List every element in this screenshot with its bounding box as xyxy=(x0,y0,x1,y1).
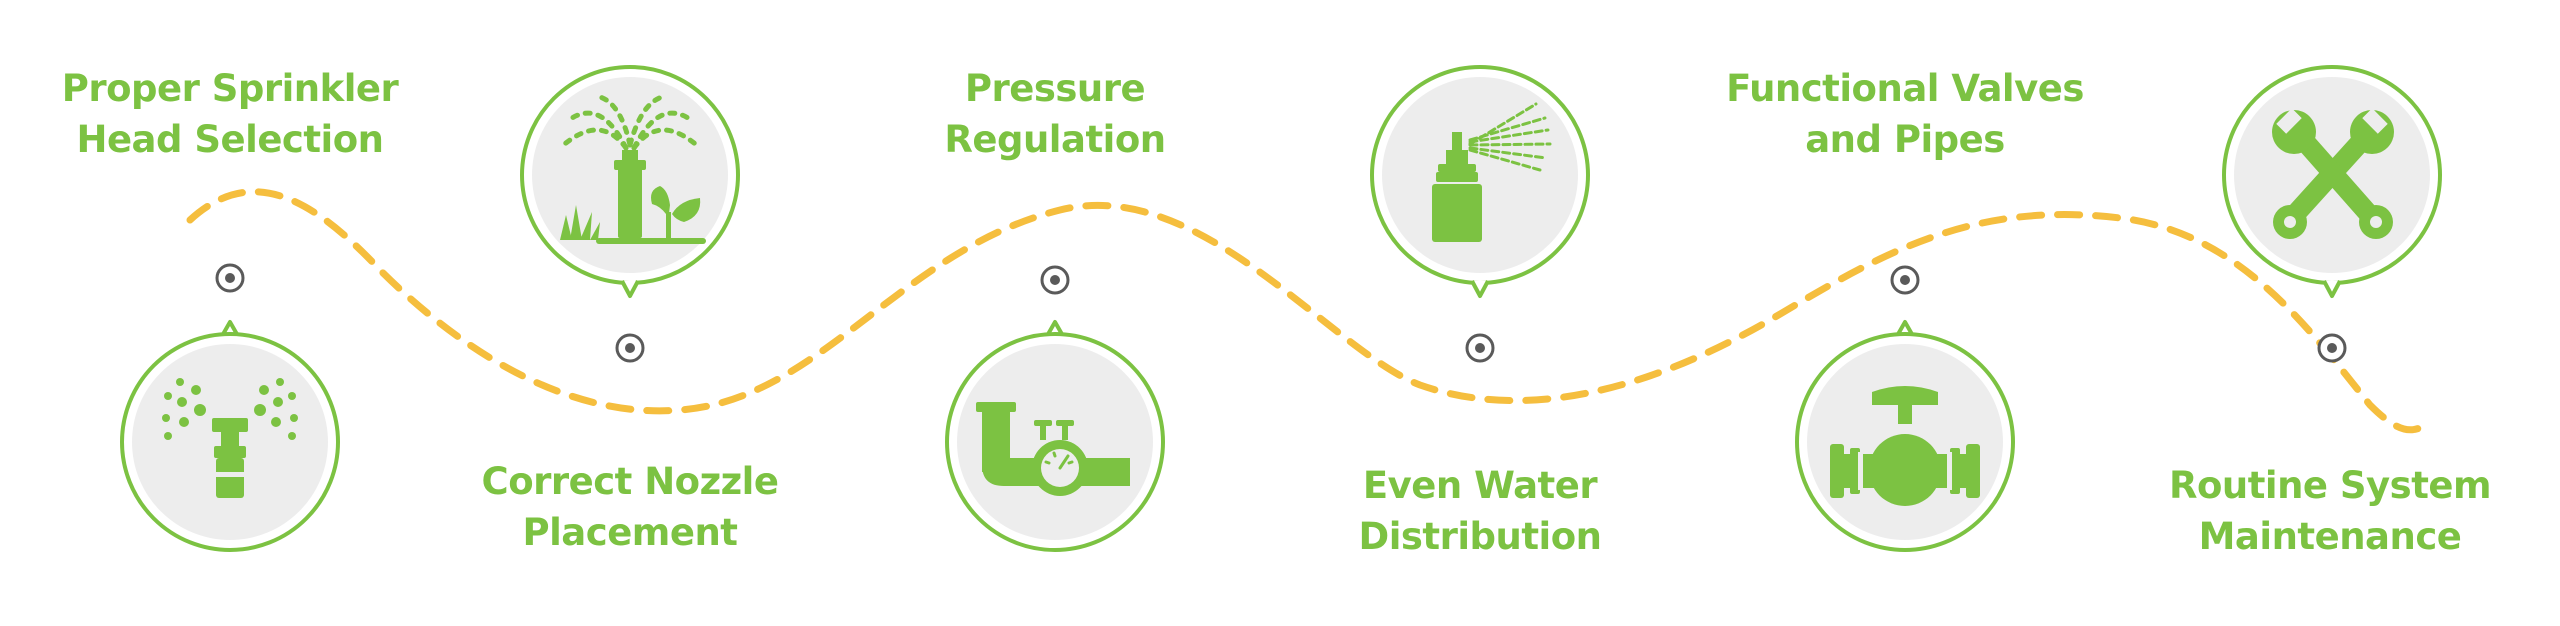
marker-1 xyxy=(215,263,245,293)
step-3-label-line1: Pressure xyxy=(964,67,1146,110)
wrench-tools-icon xyxy=(2272,108,2394,239)
step-1-label: Proper Sprinkler Head Selection xyxy=(0,63,490,165)
pipe-valve-icon xyxy=(1830,386,1980,506)
step-2-label-line2: Placement xyxy=(522,511,738,554)
step-3-pin xyxy=(945,320,1165,552)
sprinkler-spray-plants-icon xyxy=(557,93,706,244)
step-4-pin xyxy=(1370,65,1590,298)
step-1-label-line2: Head Selection xyxy=(76,118,384,161)
marker-4 xyxy=(1465,333,1495,363)
step-4-label-line2: Distribution xyxy=(1358,515,1603,558)
step-5-label-line1: Functional Valves xyxy=(1726,67,2084,110)
marker-2 xyxy=(615,333,645,363)
step-6-label: Routine System Maintenance xyxy=(2070,460,2560,562)
pipe-pressure-gauge-icon xyxy=(976,402,1130,496)
sprinkler-head-icon xyxy=(162,378,298,498)
step-4-label-line1: Even Water xyxy=(1362,464,1598,507)
step-5-label: Functional Valves and Pipes xyxy=(1645,63,2165,165)
marker-5 xyxy=(1890,265,1920,295)
step-2-label: Correct Nozzle Placement xyxy=(370,456,890,558)
step-3-label: Pressure Regulation xyxy=(795,63,1315,165)
marker-3 xyxy=(1040,265,1070,295)
step-2-label-line1: Correct Nozzle xyxy=(481,460,779,503)
dashed-wave-path xyxy=(186,188,2429,434)
step-5-label-line2: and Pipes xyxy=(1805,118,2005,161)
step-3-label-line2: Regulation xyxy=(944,118,1166,161)
step-1-label-line1: Proper Sprinkler xyxy=(61,67,399,110)
step-4-label: Even Water Distribution xyxy=(1220,460,1740,562)
step-6-label-line2: Maintenance xyxy=(2198,515,2462,558)
pop-up-sprinkler-spray-icon xyxy=(1432,102,1552,242)
marker-6 xyxy=(2317,333,2347,363)
step-6-label-line1: Routine System xyxy=(2168,464,2492,507)
